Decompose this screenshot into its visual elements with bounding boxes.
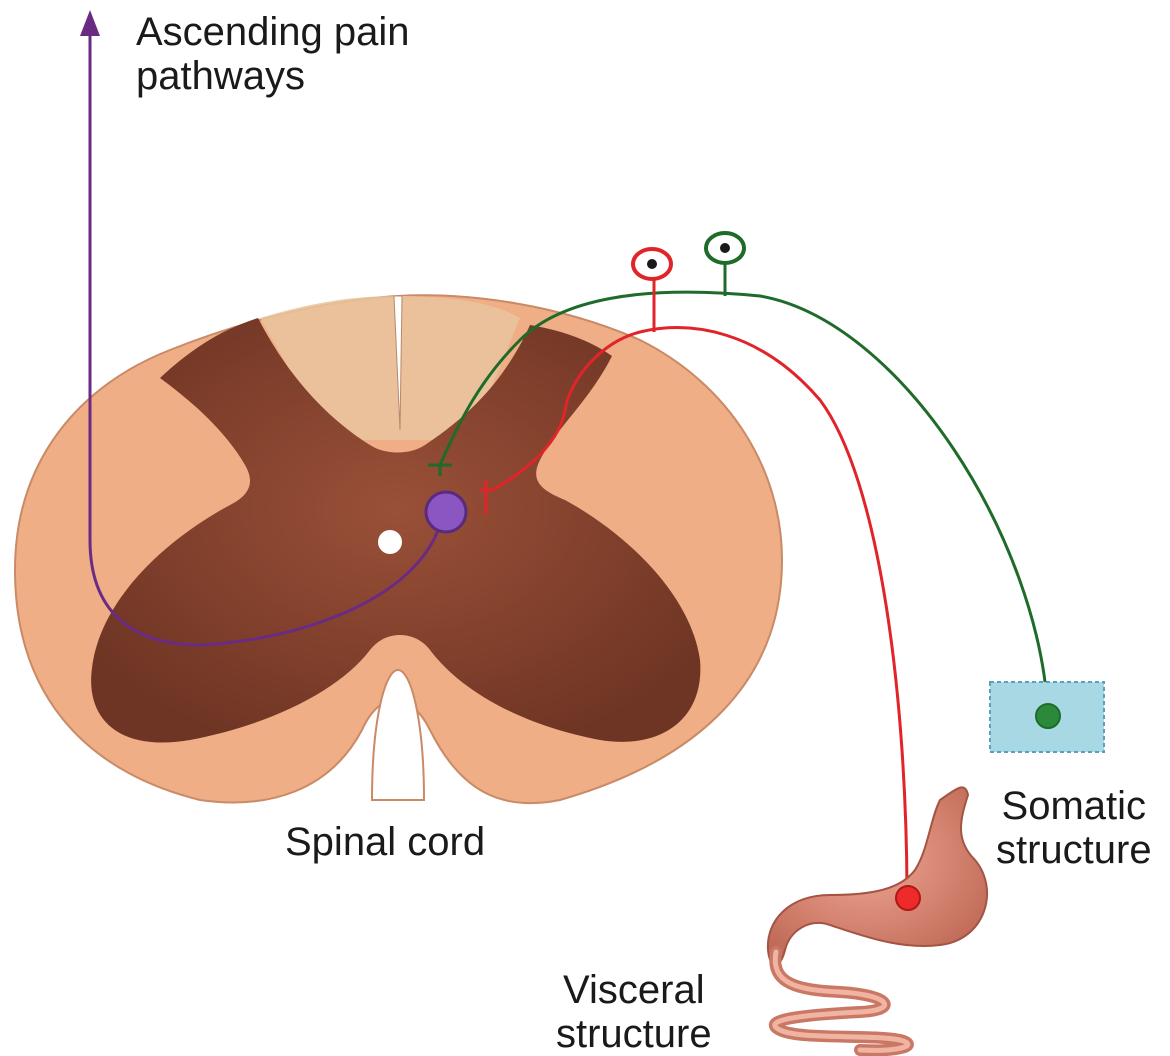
somatic-label-line2: structure bbox=[996, 828, 1152, 872]
visceral-label-line1: Visceral bbox=[556, 968, 712, 1012]
visceral-ganglion-nucleus bbox=[647, 259, 657, 269]
central-canal bbox=[378, 530, 402, 554]
ascending-arrow-head bbox=[80, 10, 100, 36]
spinal-cord-label: Spinal cord bbox=[285, 820, 485, 864]
somatic-structure-label: Somatic structure bbox=[996, 784, 1152, 872]
ascending-label-line2: pathways bbox=[136, 54, 410, 98]
somatic-label-line1: Somatic bbox=[996, 784, 1152, 828]
visceral-label-line2: structure bbox=[556, 1012, 712, 1056]
visceral-receptor bbox=[896, 886, 920, 910]
somatic-ganglion-nucleus bbox=[720, 243, 730, 253]
stomach bbox=[768, 787, 987, 965]
somatic-receptor bbox=[1036, 704, 1060, 728]
second-order-neuron bbox=[426, 492, 466, 532]
visceral-structure-label: Visceral structure bbox=[556, 968, 712, 1056]
ascending-label-line1: Ascending pain bbox=[136, 10, 410, 54]
ascending-pain-pathways-label: Ascending pain pathways bbox=[136, 10, 410, 98]
